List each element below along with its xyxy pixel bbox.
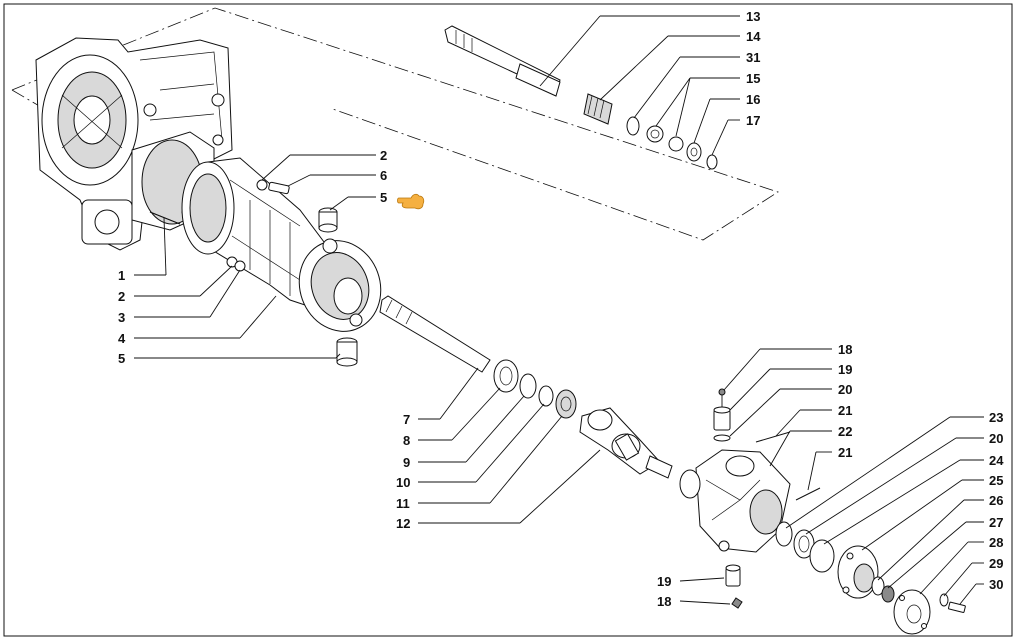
label-19-top: 19 <box>838 362 852 377</box>
label-17: 17 <box>746 113 760 128</box>
label-11: 11 <box>396 496 410 511</box>
nut-3-and-washer-2 <box>226 256 246 272</box>
bush-5-upper <box>318 207 338 233</box>
label-19-bottom: 19 <box>657 574 671 589</box>
ring-20-top <box>713 434 731 442</box>
seal-11 <box>555 389 577 419</box>
ring-9 <box>519 373 537 399</box>
circlip-17 <box>706 154 718 170</box>
label-22: 22 <box>838 424 852 439</box>
nut-27 <box>881 585 895 603</box>
label-13: 13 <box>746 9 760 24</box>
seal-26 <box>871 576 885 596</box>
label-5-top: 5 <box>380 190 387 205</box>
bearing-15a <box>646 125 664 143</box>
bearing-8 <box>493 359 519 393</box>
seal-23 <box>775 521 793 547</box>
label-2-left: 2 <box>118 289 125 304</box>
label-8: 8 <box>403 433 410 448</box>
label-7: 7 <box>403 412 410 427</box>
universal-joint-12 <box>579 407 673 479</box>
pin-21-a <box>755 431 791 443</box>
pin-21-b <box>795 487 821 501</box>
label-15: 15 <box>746 71 760 86</box>
label-23: 23 <box>989 410 1003 425</box>
axle-shaft-7 <box>379 295 491 373</box>
label-31: 31 <box>746 50 760 65</box>
label-20-right: 20 <box>989 431 1003 446</box>
label-29: 29 <box>989 556 1003 571</box>
label-10: 10 <box>396 475 410 490</box>
label-28: 28 <box>989 535 1003 550</box>
axle-housing-4 <box>181 157 382 332</box>
label-2-top: 2 <box>380 148 387 163</box>
label-27: 27 <box>989 515 1003 530</box>
bush-19-bottom <box>725 564 741 587</box>
label-16: 16 <box>746 92 760 107</box>
bush-5-lower <box>336 337 358 367</box>
label-30: 30 <box>989 577 1003 592</box>
stud-1 <box>149 211 181 225</box>
ring-24 <box>809 539 835 573</box>
label-9: 9 <box>403 455 410 470</box>
washer-16 <box>686 142 702 162</box>
label-21-lower: 21 <box>838 445 852 460</box>
leader-lines <box>134 15 984 605</box>
grease-nipple-18-bottom <box>731 597 743 609</box>
label-14: 14 <box>746 29 761 44</box>
label-6: 6 <box>380 168 387 183</box>
bush-19-top <box>713 406 731 431</box>
gear-14 <box>583 93 613 125</box>
bolt-30 <box>948 601 966 613</box>
label-18-top: 18 <box>838 342 852 357</box>
label-20-top: 20 <box>838 382 852 397</box>
label-24: 24 <box>989 453 1004 468</box>
label-4: 4 <box>118 331 126 346</box>
label-1: 1 <box>118 268 125 283</box>
label-3: 3 <box>118 310 125 325</box>
part-number-labels: 13 14 31 15 16 17 2 6 5 1 2 3 4 5 7 8 9 … <box>118 9 1004 609</box>
label-21-top: 21 <box>838 403 852 418</box>
grease-nipple-18-top <box>718 388 726 408</box>
gearbox-housing <box>35 37 233 251</box>
label-18-bottom: 18 <box>657 594 671 609</box>
hub-flange-25 <box>837 545 879 599</box>
bearing-15b <box>668 136 684 152</box>
label-12: 12 <box>396 516 410 531</box>
washer-29 <box>939 593 949 607</box>
label-26: 26 <box>989 493 1003 508</box>
upper-shaft-13 <box>444 25 561 97</box>
ring-10 <box>538 385 554 407</box>
disc-28 <box>893 589 931 635</box>
circlip-31 <box>626 116 640 136</box>
label-5-left: 5 <box>118 351 125 366</box>
pointing-hand-icon <box>397 193 425 210</box>
label-25: 25 <box>989 473 1003 488</box>
